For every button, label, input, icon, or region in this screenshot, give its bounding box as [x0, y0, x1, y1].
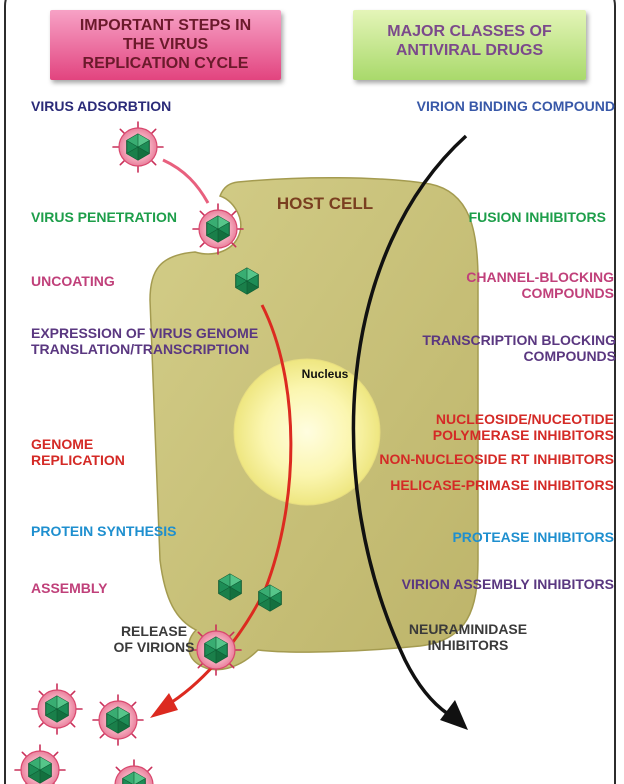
nucleus-shape: [233, 358, 381, 506]
replication-arrowhead: [150, 693, 178, 718]
step-expression-line-2: TRANSLATION/TRANSCRIPTION: [31, 341, 250, 357]
step-release: RELEASE OF VIRIONS: [100, 623, 208, 655]
virion-released-1: [32, 684, 82, 734]
steps-header-line-1: IMPORTANT STEPS IN: [79, 17, 252, 34]
drug-fusion: FUSION INHIBITORS: [468, 209, 606, 225]
drug-arrowhead: [440, 700, 468, 730]
drug-neuraminidase: NEURAMINIDASE INHIBITORS: [398, 621, 538, 653]
drug-assembly: VIRION ASSEMBLY INHIBITORS: [401, 576, 614, 592]
step-genome-line-1: GENOME: [31, 436, 94, 452]
drug-neuraminidase-line-1: NEURAMINIDASE: [408, 621, 528, 637]
drug-neuraminidase-line-2: INHIBITORS: [427, 637, 509, 653]
step-expression-line-1: EXPRESSION OF VIRUS GENOME: [31, 325, 259, 341]
drug-protease: PROTEASE INHIBITORS: [452, 529, 614, 545]
virion-released-4: [109, 760, 159, 784]
steps-header-line-2: THE VIRUS: [122, 36, 209, 53]
step-penetration: VIRUS PENETRATION: [31, 209, 177, 225]
drug-binding: VIRION BINDING COMPOUND: [416, 98, 615, 114]
drug-nucleoside-line-1: NUCLEOSIDE/NUCEOTIDE: [435, 411, 614, 427]
drug-nucleoside: NUCLEOSIDE/NUCEOTIDE POLYMERASE INHIBITO…: [433, 411, 614, 443]
step-protein-synthesis: PROTEIN SYNTHESIS: [31, 523, 177, 539]
step-genome-line-2: REPLICATION: [31, 452, 125, 468]
virion-released-2: [93, 695, 143, 745]
host-cell-label: HOST CELL: [277, 194, 373, 213]
steps-header-line-3: REPLICATION CYCLE: [82, 55, 249, 72]
step-adsorption: VIRUS ADSORBTION: [31, 98, 172, 114]
virion-penetrating: [193, 204, 243, 254]
drugs-header-line-1: MAJOR CLASSES OF: [387, 23, 552, 40]
replication-arrow: [171, 304, 293, 704]
virion-released-3: [15, 745, 65, 784]
step-expression: EXPRESSION OF VIRUS GENOME TRANSLATION/T…: [31, 325, 258, 357]
drug-channel-line-1: CHANNEL-BLOCKING: [466, 269, 614, 285]
drug-channel-line-2: COMPOUNDS: [521, 285, 614, 301]
step-genome-replication: GENOME REPLICATION: [31, 436, 125, 468]
drugs-header-line-2: ANTIVIRAL DRUGS: [395, 42, 544, 59]
drug-transcription: TRANSCRIPTION BLOCKING COMPOUNDS: [422, 332, 616, 364]
drug-nnrti: NON-NUCLEOSIDE RT INHIBITORS: [379, 451, 614, 467]
drugs-header: MAJOR CLASSES OF ANTIVIRAL DRUGS: [353, 10, 586, 80]
drug-arrow: [351, 134, 468, 716]
drug-helicase: HELICASE-PRIMASE INHIBITORS: [390, 477, 614, 493]
drug-channel: CHANNEL-BLOCKING COMPOUNDS: [466, 269, 614, 301]
drug-transcription-line-1: TRANSCRIPTION BLOCKING: [422, 332, 616, 348]
adsorption-arrow: [162, 158, 210, 204]
step-uncoating: UNCOATING: [31, 273, 115, 289]
drug-transcription-line-2: COMPOUNDS: [523, 348, 616, 364]
drug-nucleoside-line-2: POLYMERASE INHIBITORS: [432, 427, 614, 443]
nucleus-label: Nucleus: [302, 367, 349, 381]
step-assembly: ASSEMBLY: [31, 580, 108, 596]
step-release-line-1: RELEASE: [120, 623, 188, 639]
virion-adsorbing: [113, 122, 163, 172]
step-release-line-2: OF VIRIONS: [113, 639, 195, 655]
steps-header: IMPORTANT STEPS IN THE VIRUS REPLICATION…: [50, 10, 281, 80]
rounded-frame: [4, 0, 616, 784]
